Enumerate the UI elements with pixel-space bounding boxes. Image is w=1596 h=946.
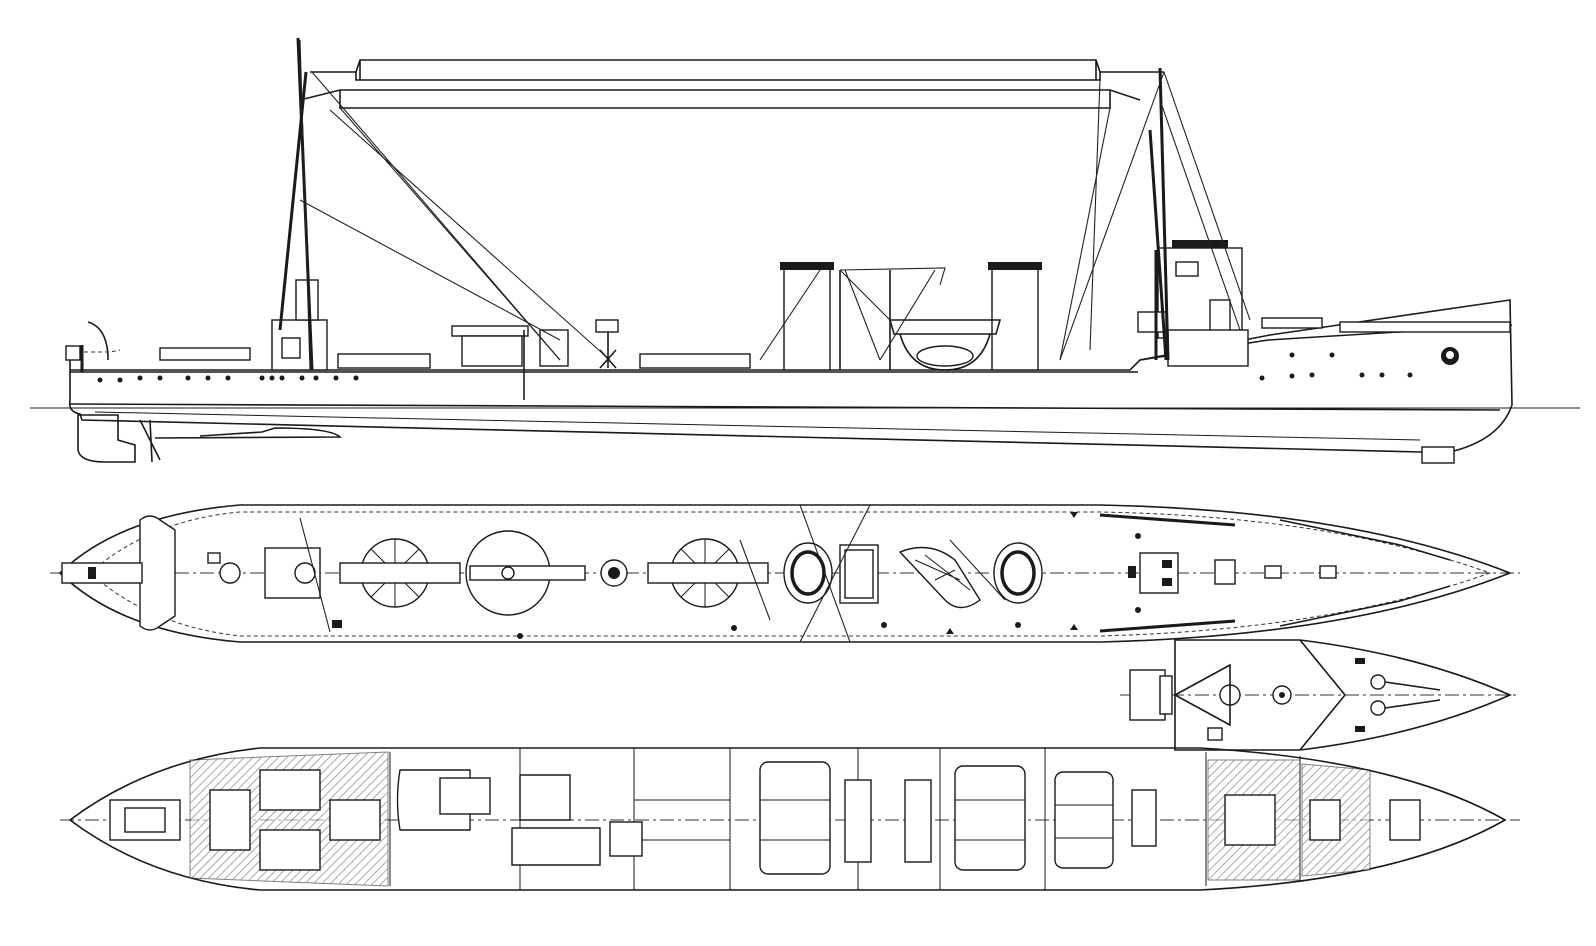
boiler-4 bbox=[844, 779, 932, 863]
bridge bbox=[1137, 240, 1249, 367]
torpedo-mount-aft bbox=[461, 335, 523, 367]
portholes-fwd bbox=[1259, 352, 1413, 381]
engine-starboard bbox=[396, 769, 491, 831]
funnel-aft bbox=[780, 262, 834, 371]
forecastle-outline bbox=[1174, 639, 1512, 751]
antenna-yards bbox=[299, 59, 1164, 109]
upper-deck-outline bbox=[58, 504, 1513, 643]
forecastle-partial-plan-view bbox=[1120, 639, 1520, 751]
fore-mast bbox=[1148, 67, 1170, 361]
torpedo-mount-3 bbox=[647, 538, 769, 608]
rigging bbox=[299, 39, 1251, 371]
side-profile-view bbox=[30, 37, 1580, 464]
torpedo-mount-1 bbox=[339, 538, 461, 608]
funnel-fore-plan bbox=[993, 542, 1043, 604]
funnel-aft-plan bbox=[783, 542, 833, 604]
lower-deck-plan-view bbox=[60, 747, 1520, 891]
funnel-fore bbox=[988, 262, 1042, 371]
boiler-1 bbox=[759, 761, 831, 875]
lower-deck-outline bbox=[68, 747, 1507, 891]
boiler-3 bbox=[1054, 771, 1114, 869]
portholes-aft bbox=[97, 375, 359, 383]
engine-port bbox=[511, 774, 643, 866]
rudder bbox=[77, 414, 136, 463]
upper-deck-plan-view bbox=[50, 504, 1520, 643]
hull-outline bbox=[68, 299, 1513, 453]
boiler-2 bbox=[954, 765, 1026, 871]
torpedo-mount-2 bbox=[465, 530, 586, 616]
